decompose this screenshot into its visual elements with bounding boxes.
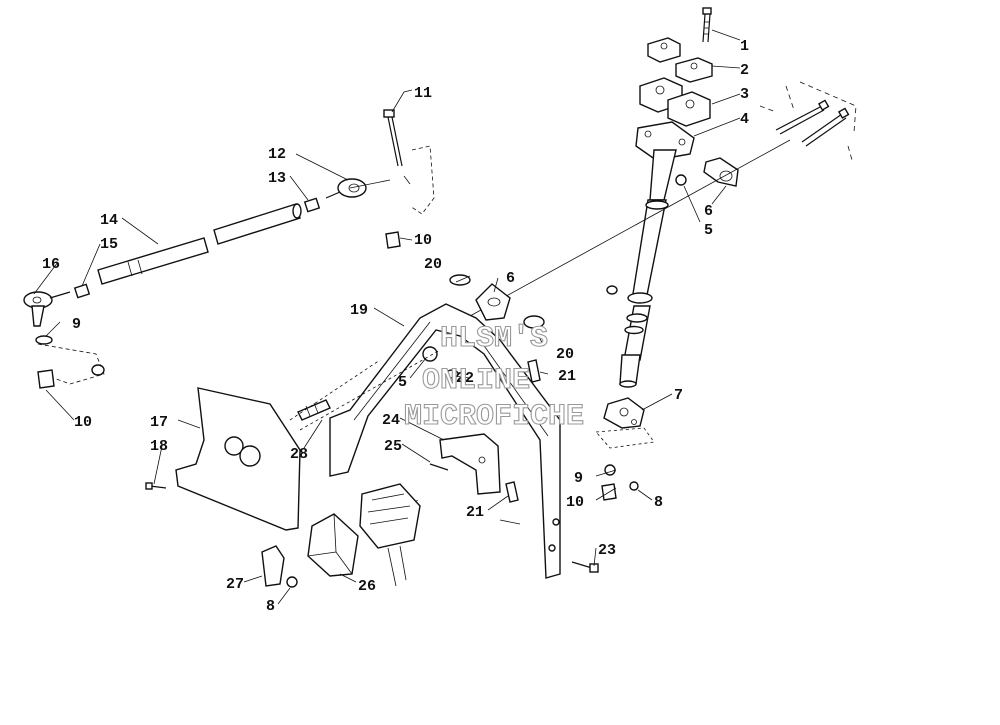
callout-24: 24 [382, 412, 400, 429]
part-15-jam-nut [73, 283, 91, 299]
part-10-nut [37, 369, 55, 389]
part-21-stud [527, 359, 541, 383]
callout-10: 10 [414, 232, 432, 249]
part-12-tie-rod-end [325, 178, 367, 199]
callout-15: 15 [100, 236, 118, 253]
callout-26: 26 [358, 578, 376, 595]
part-28-clip [297, 399, 331, 421]
tie-rod-assembly [23, 109, 435, 389]
callout-4: 4 [740, 111, 749, 128]
part-26-module [307, 513, 359, 577]
part-10-nut [385, 231, 401, 249]
part-11-bolt [383, 109, 403, 167]
callout-5: 5 [398, 374, 407, 391]
callout-5: 5 [704, 222, 713, 239]
part-23-screw [571, 561, 593, 569]
part-1-bolt [702, 7, 712, 43]
callout-20: 20 [556, 346, 574, 363]
callout-12: 12 [268, 146, 286, 163]
callout-9: 9 [72, 316, 81, 333]
part-21-stud [505, 481, 519, 503]
watermark: HLSM'S ONLINE MICROFICHE [403, 321, 584, 434]
callout-11: 11 [414, 85, 432, 102]
callout-8: 8 [266, 598, 275, 615]
part-27-bracket [261, 545, 285, 587]
part-6-clamp [703, 157, 739, 187]
callout-22: 22 [456, 370, 474, 387]
steering-post-tube [606, 149, 677, 388]
callout-21: 21 [558, 368, 576, 385]
callout-1: 1 [740, 38, 749, 55]
callout-16: 16 [42, 256, 60, 273]
leader-lines [33, 29, 741, 605]
part-6-clamp-lower [475, 283, 511, 321]
callout-9: 9 [574, 470, 583, 487]
part-17-shield [175, 387, 301, 531]
watermark-line-1: HLSM'S [440, 322, 548, 356]
callout-10: 10 [566, 494, 584, 511]
callout-18: 18 [150, 438, 168, 455]
callout-14: 14 [100, 212, 118, 229]
callout-27: 27 [226, 576, 244, 593]
callout-6: 6 [506, 270, 515, 287]
callout-labels: 1 2 3 4 6 5 7 9 10 8 11 12 13 10 14 15 1… [42, 38, 749, 615]
callout-3: 3 [740, 86, 749, 103]
part-5-bushing [675, 174, 687, 186]
part-9-washer [35, 335, 53, 345]
callout-2: 2 [740, 62, 749, 79]
switch-assembly [359, 483, 421, 587]
part-24-bracket [439, 433, 501, 495]
callout-20: 20 [424, 256, 442, 273]
callout-28: 28 [290, 446, 308, 463]
callout-23: 23 [598, 542, 616, 559]
callout-13: 13 [268, 170, 286, 187]
part-14-tie-rod [97, 203, 302, 285]
part-25-screw [429, 463, 449, 471]
steering-post-assembly [469, 7, 857, 501]
callout-21: 21 [466, 504, 484, 521]
callout-8: 8 [654, 494, 663, 511]
callout-19: 19 [350, 302, 368, 319]
part-13-jam-nut [303, 197, 321, 213]
callout-10: 10 [74, 414, 92, 431]
part-16-tie-rod-end [23, 291, 71, 327]
part-9-washer [604, 464, 616, 476]
watermark-line-2: ONLINE [422, 364, 530, 398]
callout-7: 7 [674, 387, 683, 404]
watermark-line-3: MICROFICHE [404, 400, 584, 434]
callout-17: 17 [150, 414, 168, 431]
callout-25: 25 [384, 438, 402, 455]
part-8-nut [629, 481, 639, 491]
part-3-block [639, 77, 711, 127]
callout-6: 6 [704, 203, 713, 220]
long-bolts [775, 99, 850, 147]
part-7-steering-arm [603, 397, 645, 429]
shield-assembly [145, 387, 421, 588]
part-2-cap [647, 37, 713, 83]
part-8-nut [286, 576, 298, 588]
part-4-plate [635, 121, 695, 161]
